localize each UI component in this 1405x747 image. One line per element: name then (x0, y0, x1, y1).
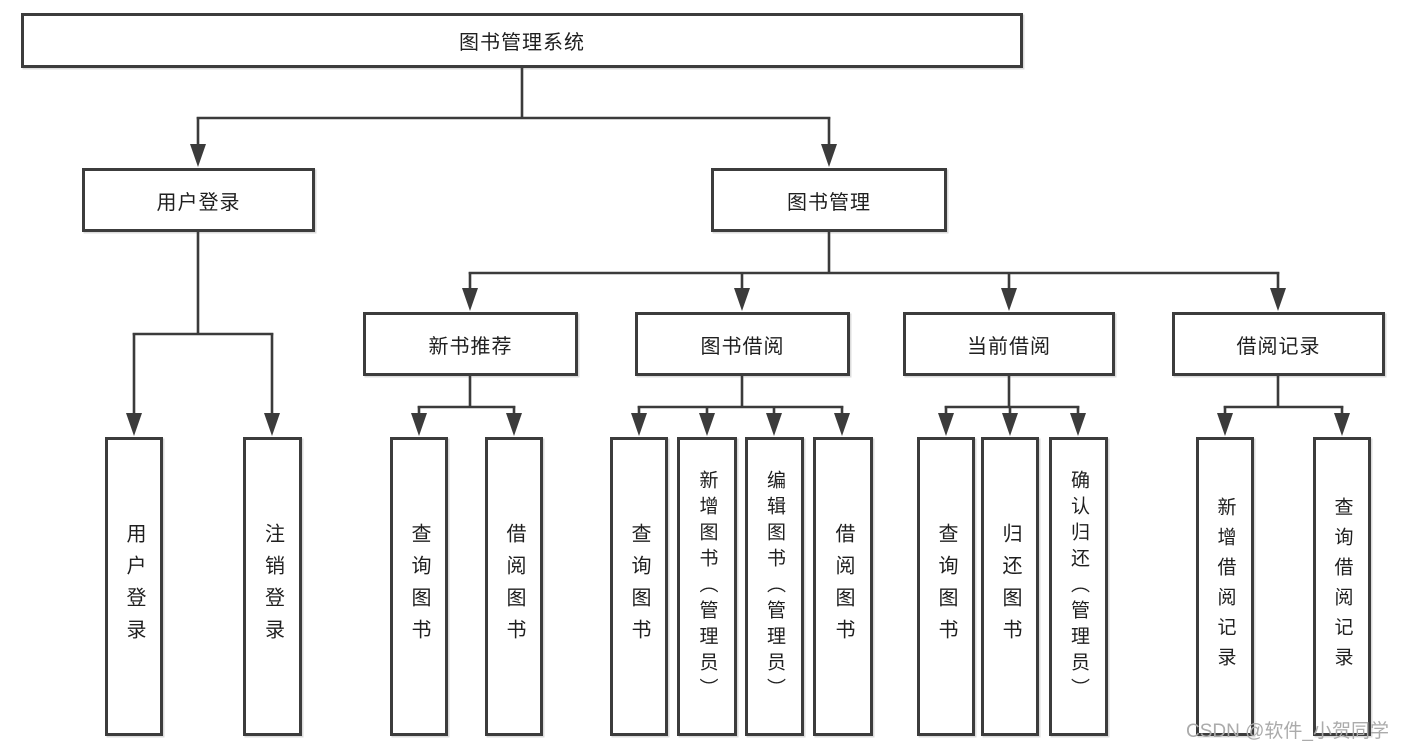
leaf-label: 确认归还（管理员） (1068, 469, 1089, 704)
arrow-down-icon (264, 413, 280, 436)
leaf-label: 查询图书 (408, 522, 430, 651)
arrow-down-icon (699, 413, 715, 436)
leaf-query-borrow-record: 查询借阅记录 (1313, 437, 1371, 736)
leaf-query-books-current: 查询图书 (917, 437, 975, 736)
leaf-borrow-books-newbooks: 借阅图书 (485, 437, 543, 736)
arrow-down-icon (834, 413, 850, 436)
leaf-confirm-return-admin: 确认归还（管理员） (1049, 437, 1108, 736)
arrow-down-icon (1001, 288, 1017, 311)
node-label: 当前借阅 (967, 335, 1051, 358)
node-label: 用户登录 (156, 191, 241, 214)
leaf-label: 用户登录 (123, 522, 145, 651)
arrow-down-icon (938, 413, 954, 436)
leaf-label: 新增借阅记录 (1214, 496, 1236, 677)
arrow-down-icon (1070, 413, 1086, 436)
node-label: 图书管理系统 (459, 32, 585, 54)
leaf-user-login: 用户登录 (105, 437, 163, 736)
leaf-label: 归还图书 (999, 522, 1021, 651)
node-new-book-recommend: 新书推荐 (363, 312, 578, 376)
node-root-library-system: 图书管理系统 (21, 13, 1023, 68)
leaf-label: 注销登录 (261, 522, 284, 651)
leaf-label: 编辑图书（管理员） (764, 469, 785, 704)
arrow-down-icon (1217, 413, 1233, 436)
arrow-down-icon (766, 413, 782, 436)
node-label: 图书管理 (787, 191, 871, 214)
node-book-management: 图书管理 (711, 168, 947, 232)
node-current-borrow: 当前借阅 (903, 312, 1115, 376)
leaf-query-books-newbooks: 查询图书 (390, 437, 448, 736)
arrow-down-icon (1270, 288, 1286, 311)
arrow-down-icon (1334, 413, 1350, 436)
arrow-down-icon (821, 144, 837, 167)
node-label: 图书借阅 (700, 335, 785, 358)
arrow-down-icon (126, 413, 142, 436)
node-borrow-records: 借阅记录 (1172, 312, 1385, 376)
leaf-add-borrow-record: 新增借阅记录 (1196, 437, 1254, 736)
leaf-label: 借阅图书 (832, 522, 854, 651)
arrow-down-icon (506, 413, 522, 436)
leaf-query-books-borrow: 查询图书 (610, 437, 668, 736)
node-label: 借阅记录 (1236, 335, 1321, 358)
leaf-label: 查询图书 (628, 522, 650, 651)
csdn-watermark: CSDN @软件_小贺同学 (1186, 721, 1389, 742)
leaf-add-books-admin: 新增图书（管理员） (677, 437, 737, 736)
arrow-down-icon (462, 288, 478, 311)
leaf-label: 新增图书（管理员） (696, 469, 718, 704)
leaf-edit-books-admin: 编辑图书（管理员） (745, 437, 804, 736)
node-user-login: 用户登录 (82, 168, 315, 232)
node-label: 新书推荐 (428, 335, 513, 358)
leaf-logout-login: 注销登录 (243, 437, 302, 736)
arrow-down-icon (734, 288, 750, 311)
arrow-down-icon (631, 413, 647, 436)
leaf-label: 查询借阅记录 (1331, 496, 1353, 677)
leaf-label: 查询图书 (935, 522, 957, 651)
leaf-borrow-books-borrow: 借阅图书 (813, 437, 873, 736)
node-book-borrow: 图书借阅 (635, 312, 850, 376)
arrow-down-icon (1002, 413, 1018, 436)
leaf-label: 借阅图书 (503, 522, 525, 651)
arrow-down-icon (411, 413, 427, 436)
leaf-return-books: 归还图书 (981, 437, 1039, 736)
arrow-down-icon (190, 144, 206, 167)
